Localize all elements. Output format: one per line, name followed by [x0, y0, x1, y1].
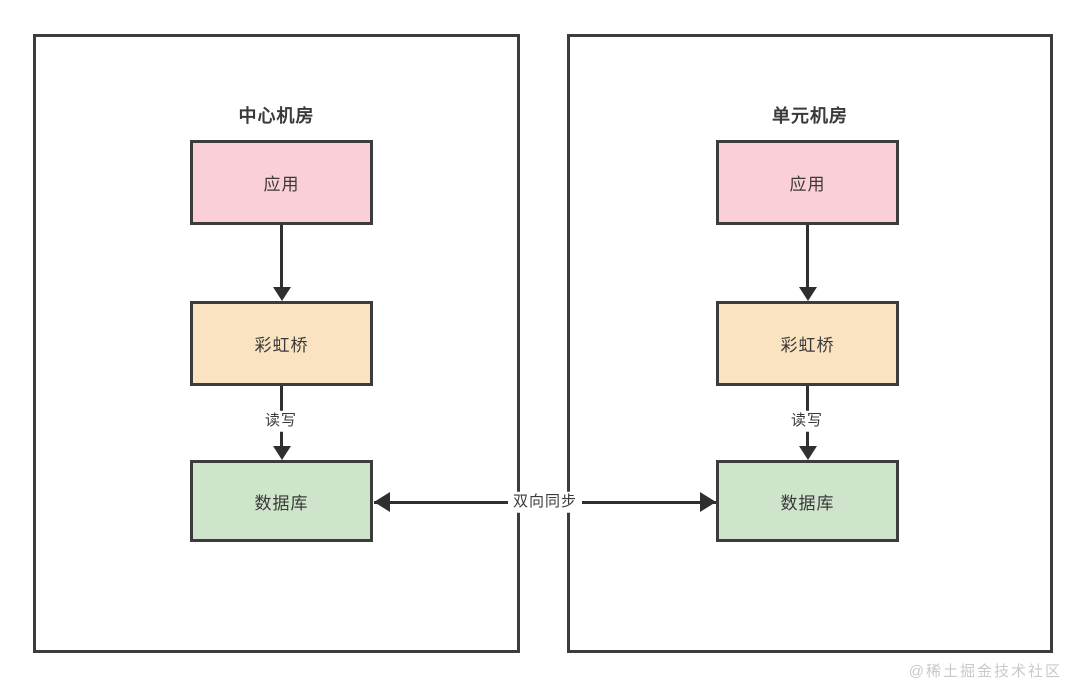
node-central-database-label: 数据库: [254, 493, 309, 513]
zone-central-title: 中心机房: [238, 106, 315, 126]
edge-unit-bridge-db-label: 读写: [785, 410, 829, 432]
watermark: @稀土掘金技术社区: [908, 663, 1062, 680]
node-central-app: 应用: [190, 140, 373, 225]
edge-central-app-bridge-line: [280, 225, 283, 287]
node-unit-app: 应用: [716, 140, 899, 225]
edge-sync-label: 双向同步: [507, 491, 583, 513]
edge-sync-arrow-right-icon: [700, 492, 716, 512]
node-central-app-label: 应用: [263, 175, 300, 194]
node-central-database: 数据库: [190, 460, 373, 542]
edge-unit-bridge-db-arrow-icon: [798, 446, 817, 460]
zone-unit-title: 单元机房: [772, 106, 848, 126]
node-central-bridge: 彩虹桥: [190, 301, 373, 386]
edge-central-bridge-db-label: 读写: [259, 410, 303, 432]
node-unit-database: 数据库: [716, 460, 899, 542]
edge-central-app-bridge-arrow-icon: [272, 287, 291, 301]
edge-sync-arrow-left-icon: [374, 492, 390, 512]
node-unit-bridge: 彩虹桥: [716, 301, 899, 386]
node-central-bridge-label: 彩虹桥: [254, 336, 309, 355]
node-unit-database-label: 数据库: [780, 493, 835, 513]
node-unit-app-label: 应用: [789, 175, 826, 194]
edge-unit-app-bridge-arrow-icon: [798, 287, 817, 301]
edge-central-bridge-db-arrow-icon: [272, 446, 291, 460]
edge-unit-app-bridge-line: [806, 225, 809, 287]
node-unit-bridge-label: 彩虹桥: [780, 336, 835, 355]
